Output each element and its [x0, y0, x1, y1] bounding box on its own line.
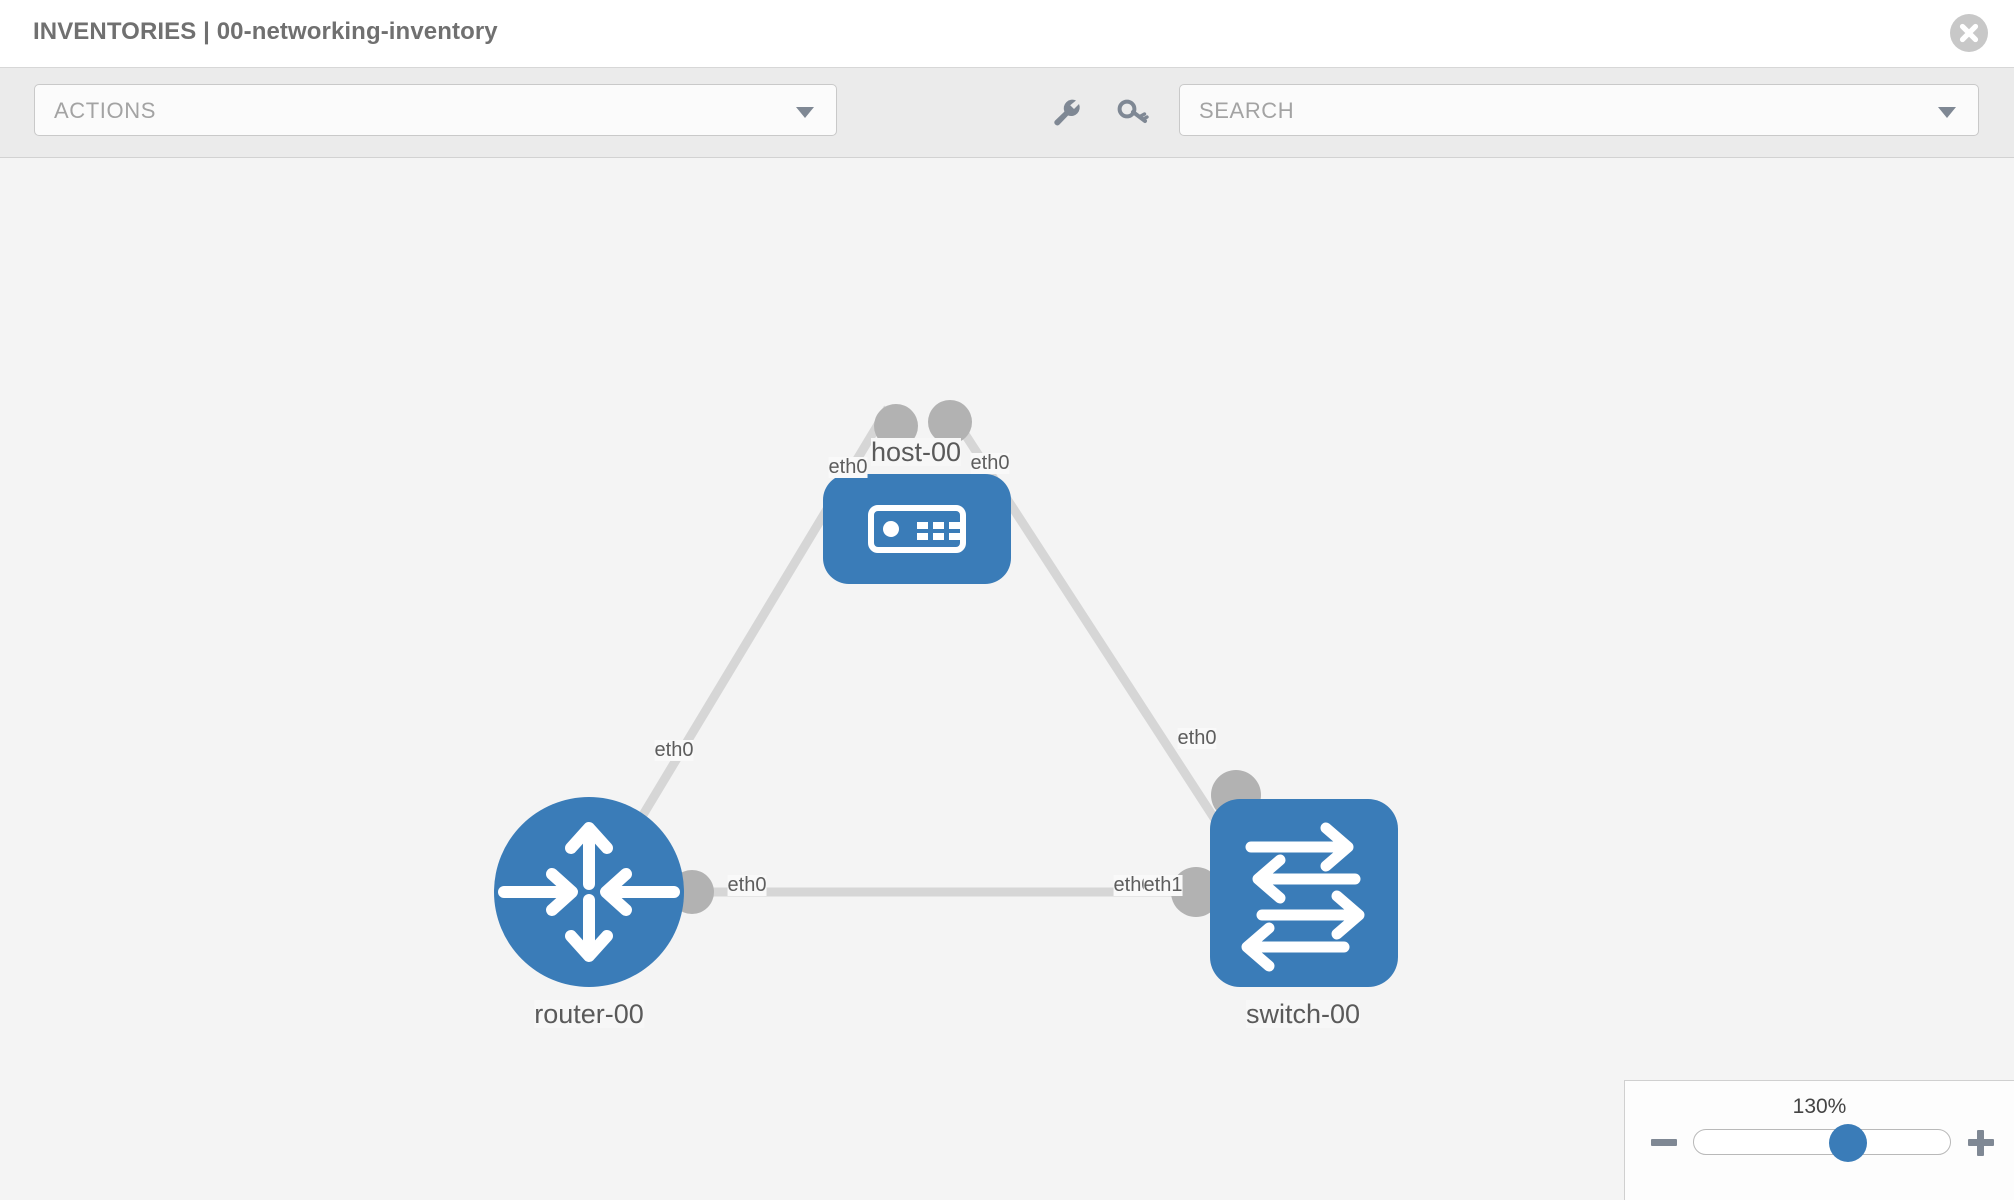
switch-arrows-icon: [1241, 822, 1365, 972]
node-router-00: [494, 797, 684, 987]
node-switch-00: [1210, 799, 1398, 987]
zoom-level-label: 130%: [1792, 1095, 1847, 1118]
zoom-out-button[interactable]: [1647, 1125, 1681, 1159]
edge-label: eth0: [828, 456, 868, 478]
page-title: INVENTORIES | 00-networking-inventory: [33, 18, 498, 45]
port-host-left: [874, 404, 918, 448]
key-icon[interactable]: [1113, 92, 1151, 130]
wrench-icon[interactable]: [1046, 92, 1084, 130]
edge-label: eth0: [1113, 874, 1153, 896]
router-arrows-icon: [498, 822, 680, 962]
server-icon: [868, 505, 966, 553]
zoom-control-panel: 130%: [1624, 1080, 2014, 1200]
zoom-slider-thumb[interactable]: [1828, 1124, 1867, 1162]
search-placeholder: SEARCH: [1199, 98, 1295, 123]
node-label-router-00: router-00: [534, 999, 644, 1029]
edge-label: eth0: [1177, 727, 1217, 749]
node-label-switch-00: switch-00: [1245, 999, 1361, 1029]
page-header: INVENTORIES | 00-networking-inventory: [0, 0, 2014, 68]
node-host-00: [823, 474, 1011, 584]
zoom-slider[interactable]: [1693, 1124, 1951, 1162]
chevron-down-icon: [796, 107, 814, 118]
edge-label: eth0: [654, 739, 694, 761]
port-host-right: [928, 400, 972, 444]
close-icon[interactable]: [1950, 14, 1988, 52]
port-switch-left: [1171, 867, 1221, 917]
topology-svg: [494, 400, 1398, 987]
topology-canvas[interactable]: eth0 eth0 eth0 eth0 eth0 eth0 eth1 host-…: [0, 158, 2014, 1200]
search-input[interactable]: SEARCH: [1179, 84, 1979, 136]
edge-label: eth1: [1143, 874, 1183, 896]
zoom-in-button[interactable]: [1964, 1125, 1998, 1159]
edge-label: eth0: [727, 874, 767, 896]
chevron-down-icon[interactable]: [1938, 107, 1956, 118]
actions-dropdown[interactable]: ACTIONS: [34, 84, 837, 136]
edge-label: eth0: [970, 452, 1010, 474]
actions-dropdown-label: ACTIONS: [54, 98, 156, 123]
node-label-host-00: host-00: [870, 437, 962, 467]
